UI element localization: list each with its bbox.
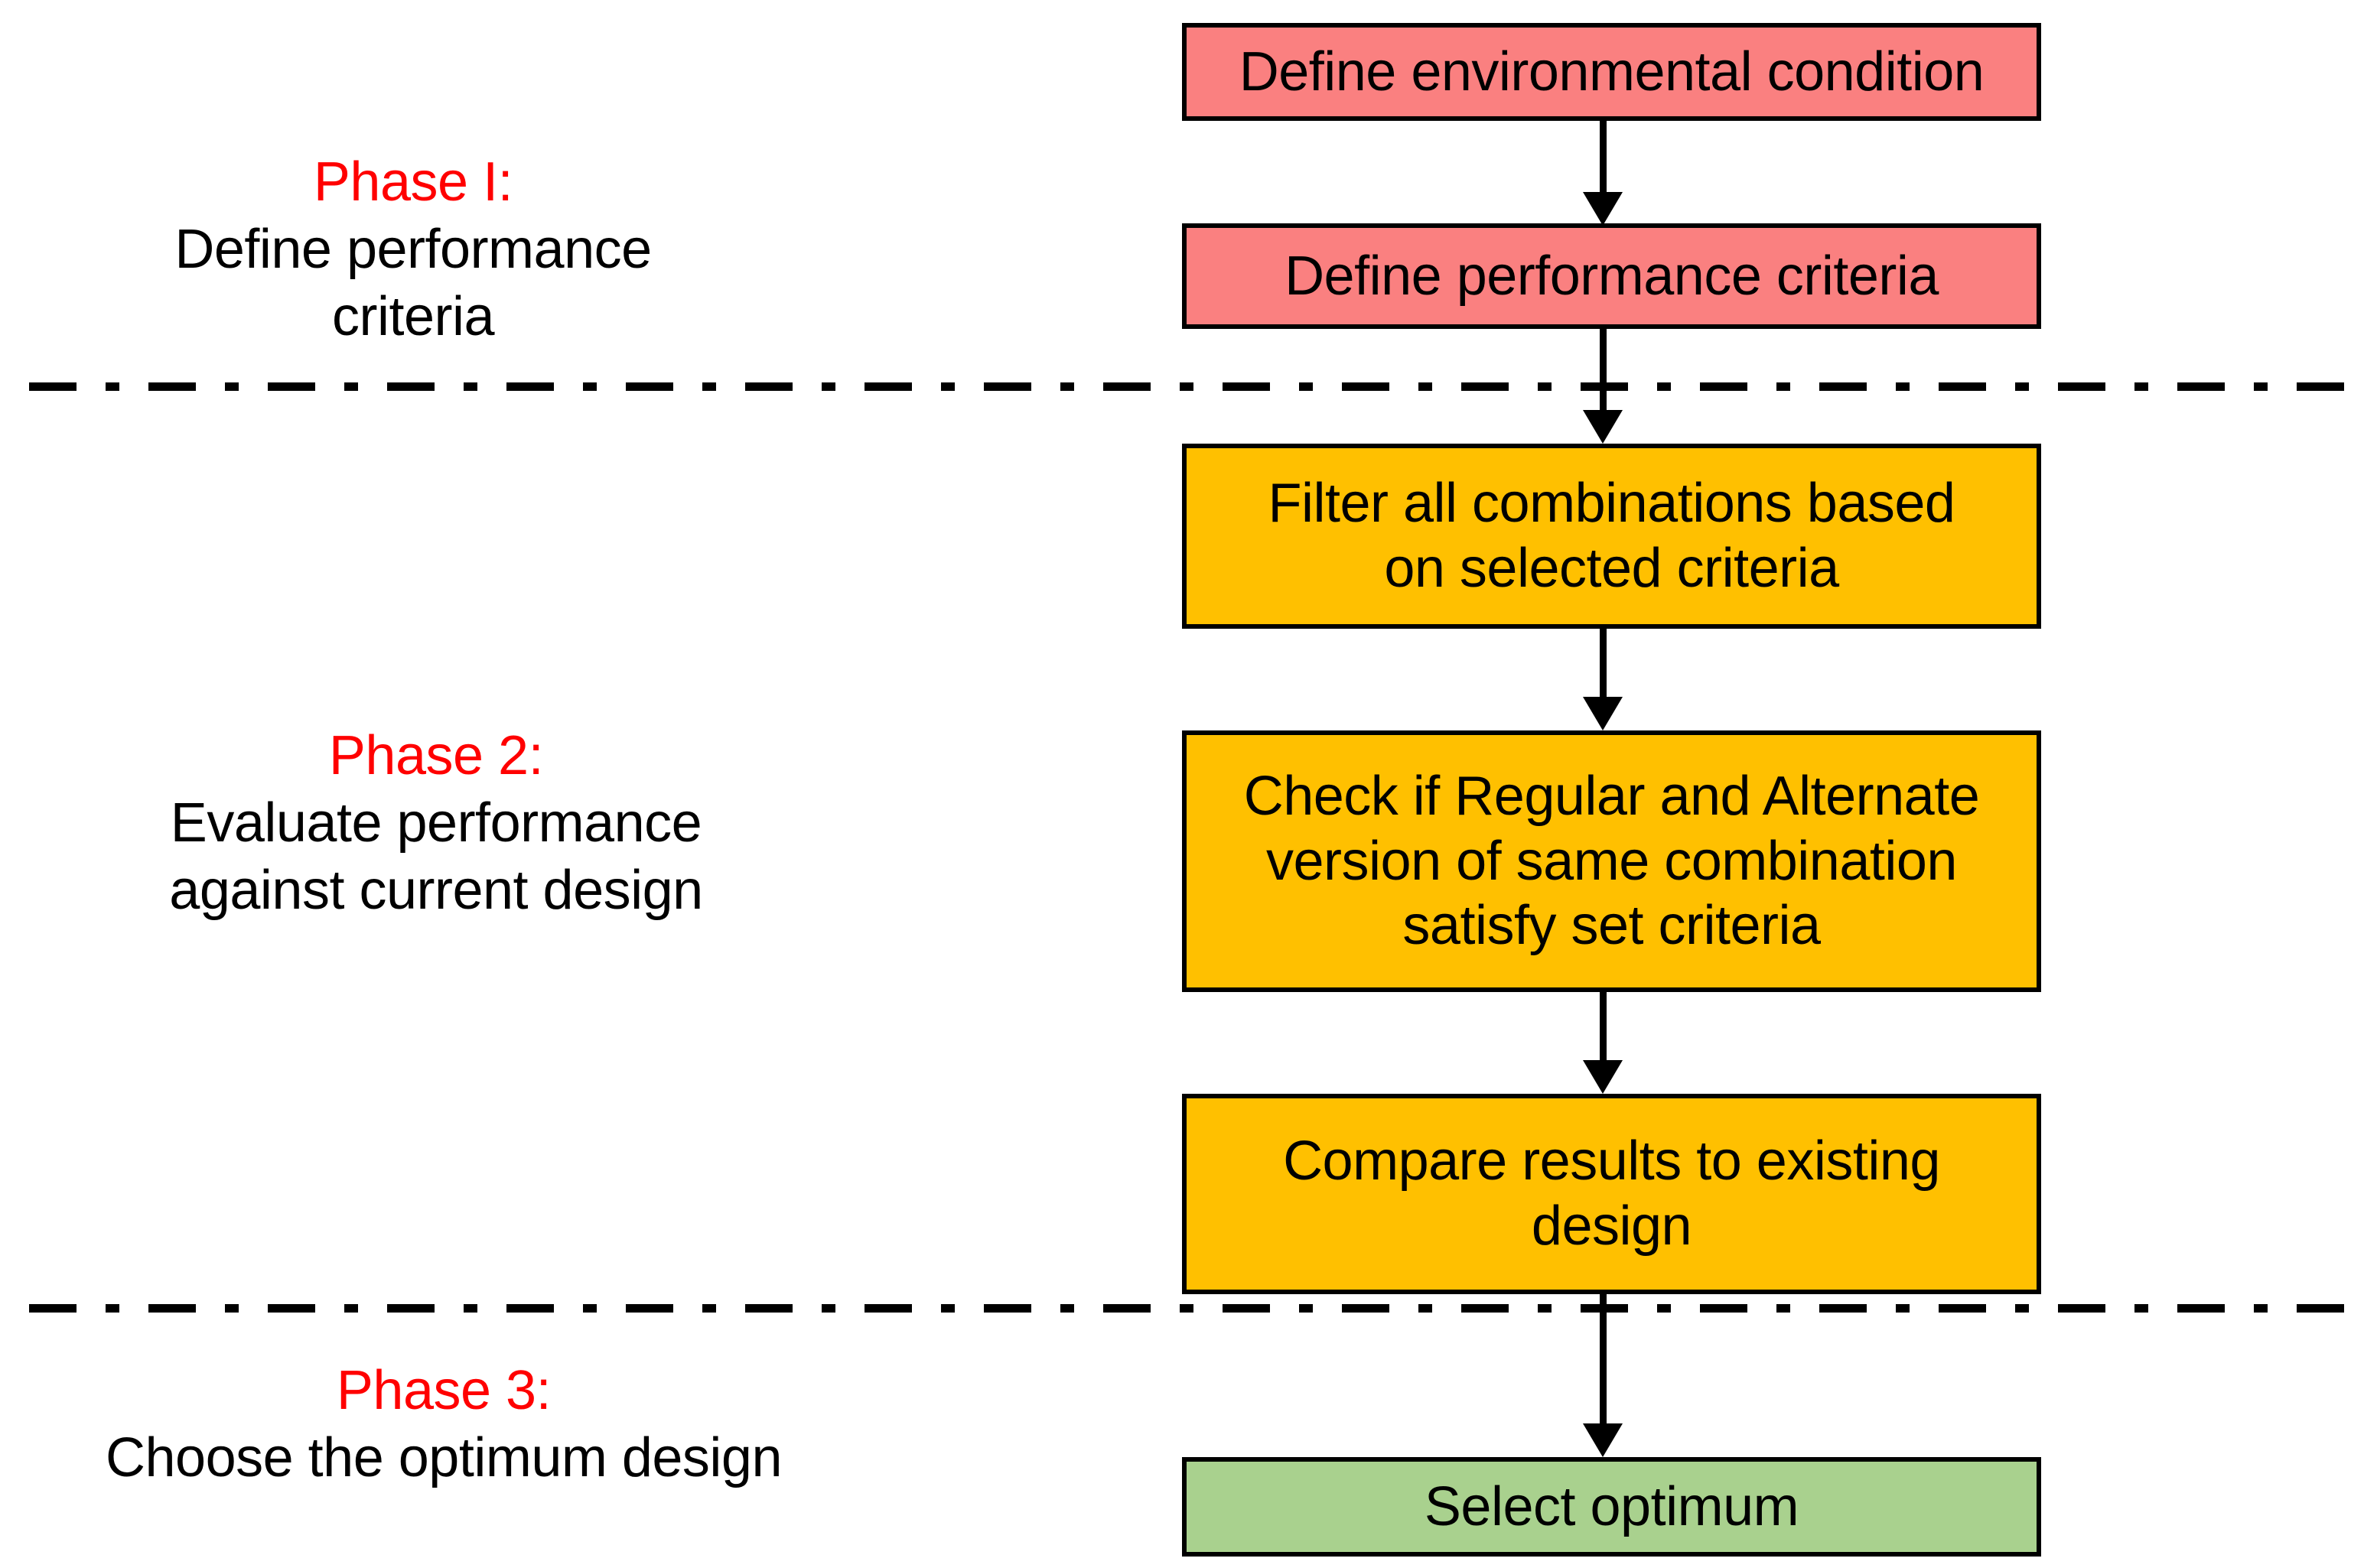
- node-define-performance-criteria[interactable]: Define performance criteria: [1182, 223, 2041, 329]
- node-compare-results[interactable]: Compare results to existing design: [1182, 1094, 2041, 1294]
- phase-1-description: Define performance criteria: [174, 218, 652, 347]
- phase-label-phase-2: Phase 2: Evaluate performance against cu…: [92, 723, 780, 924]
- phase-label-phase-3: Phase 3: Choose the optimum design: [46, 1358, 842, 1492]
- node-check-regular-alternate[interactable]: Check if Regular and Alternate version o…: [1182, 730, 2041, 992]
- divider-phase1-phase2: [29, 382, 2364, 391]
- phase-3-description: Choose the optimum design: [105, 1426, 783, 1488]
- node-filter-all-combinations[interactable]: Filter all combinations based on selecte…: [1182, 444, 2041, 629]
- phase-label-phase-1: Phase I: Define performance criteria: [92, 149, 734, 350]
- node-select-optimum[interactable]: Select optimum: [1182, 1457, 2041, 1557]
- phase-2-title: Phase 2:: [328, 725, 544, 786]
- phase-1-title: Phase I:: [313, 151, 513, 213]
- phase-3-title: Phase 3:: [336, 1360, 552, 1421]
- divider-phase2-phase3: [29, 1304, 2364, 1313]
- phase-2-description: Evaluate performance against current des…: [169, 792, 703, 921]
- node-define-environmental-condition[interactable]: Define environmental condition: [1182, 23, 2041, 121]
